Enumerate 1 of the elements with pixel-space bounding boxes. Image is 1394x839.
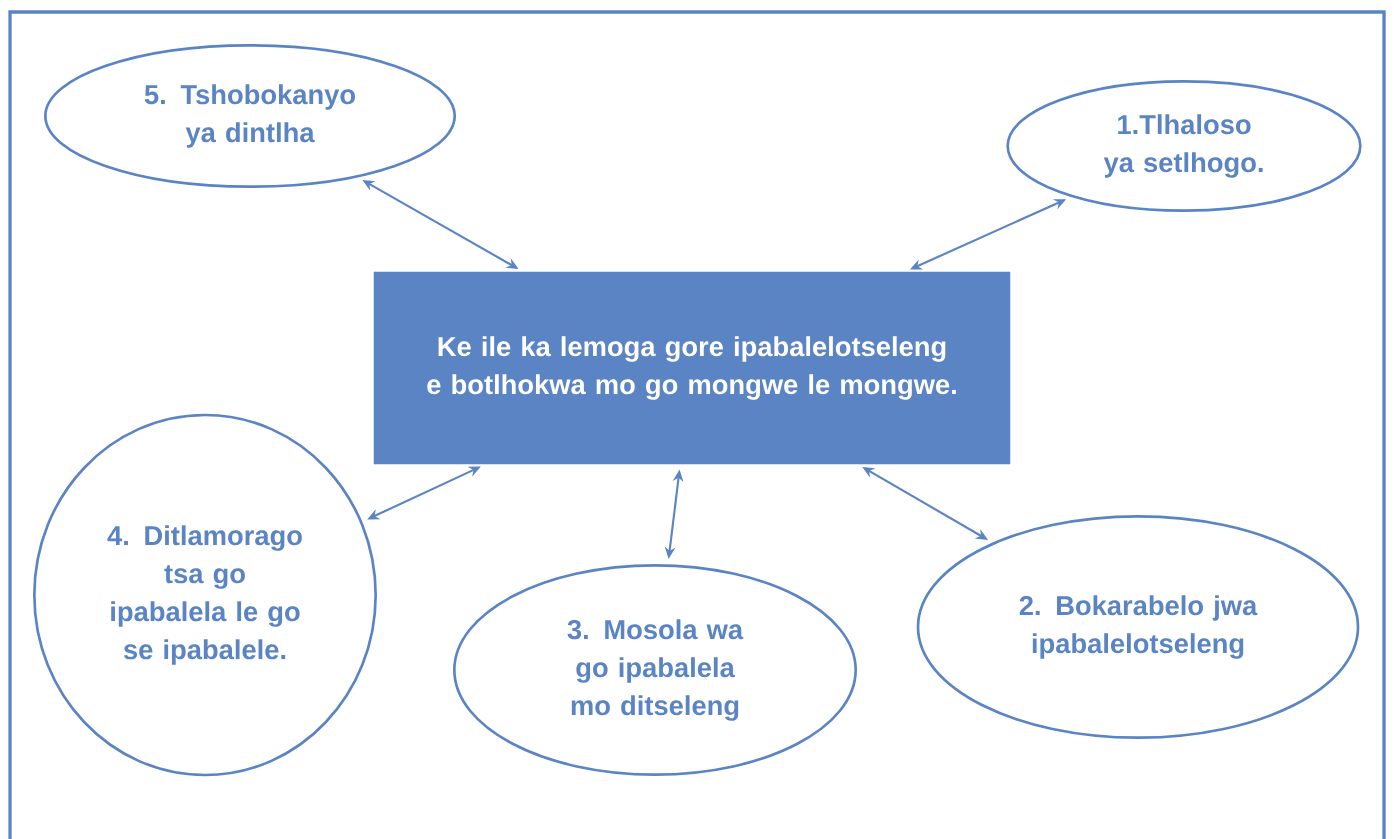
topic-box: Ke ile ka lemoga gore ipabalelotseleng e botlhokwa mo go mongwe le mongwe. (373, 271, 1011, 465)
